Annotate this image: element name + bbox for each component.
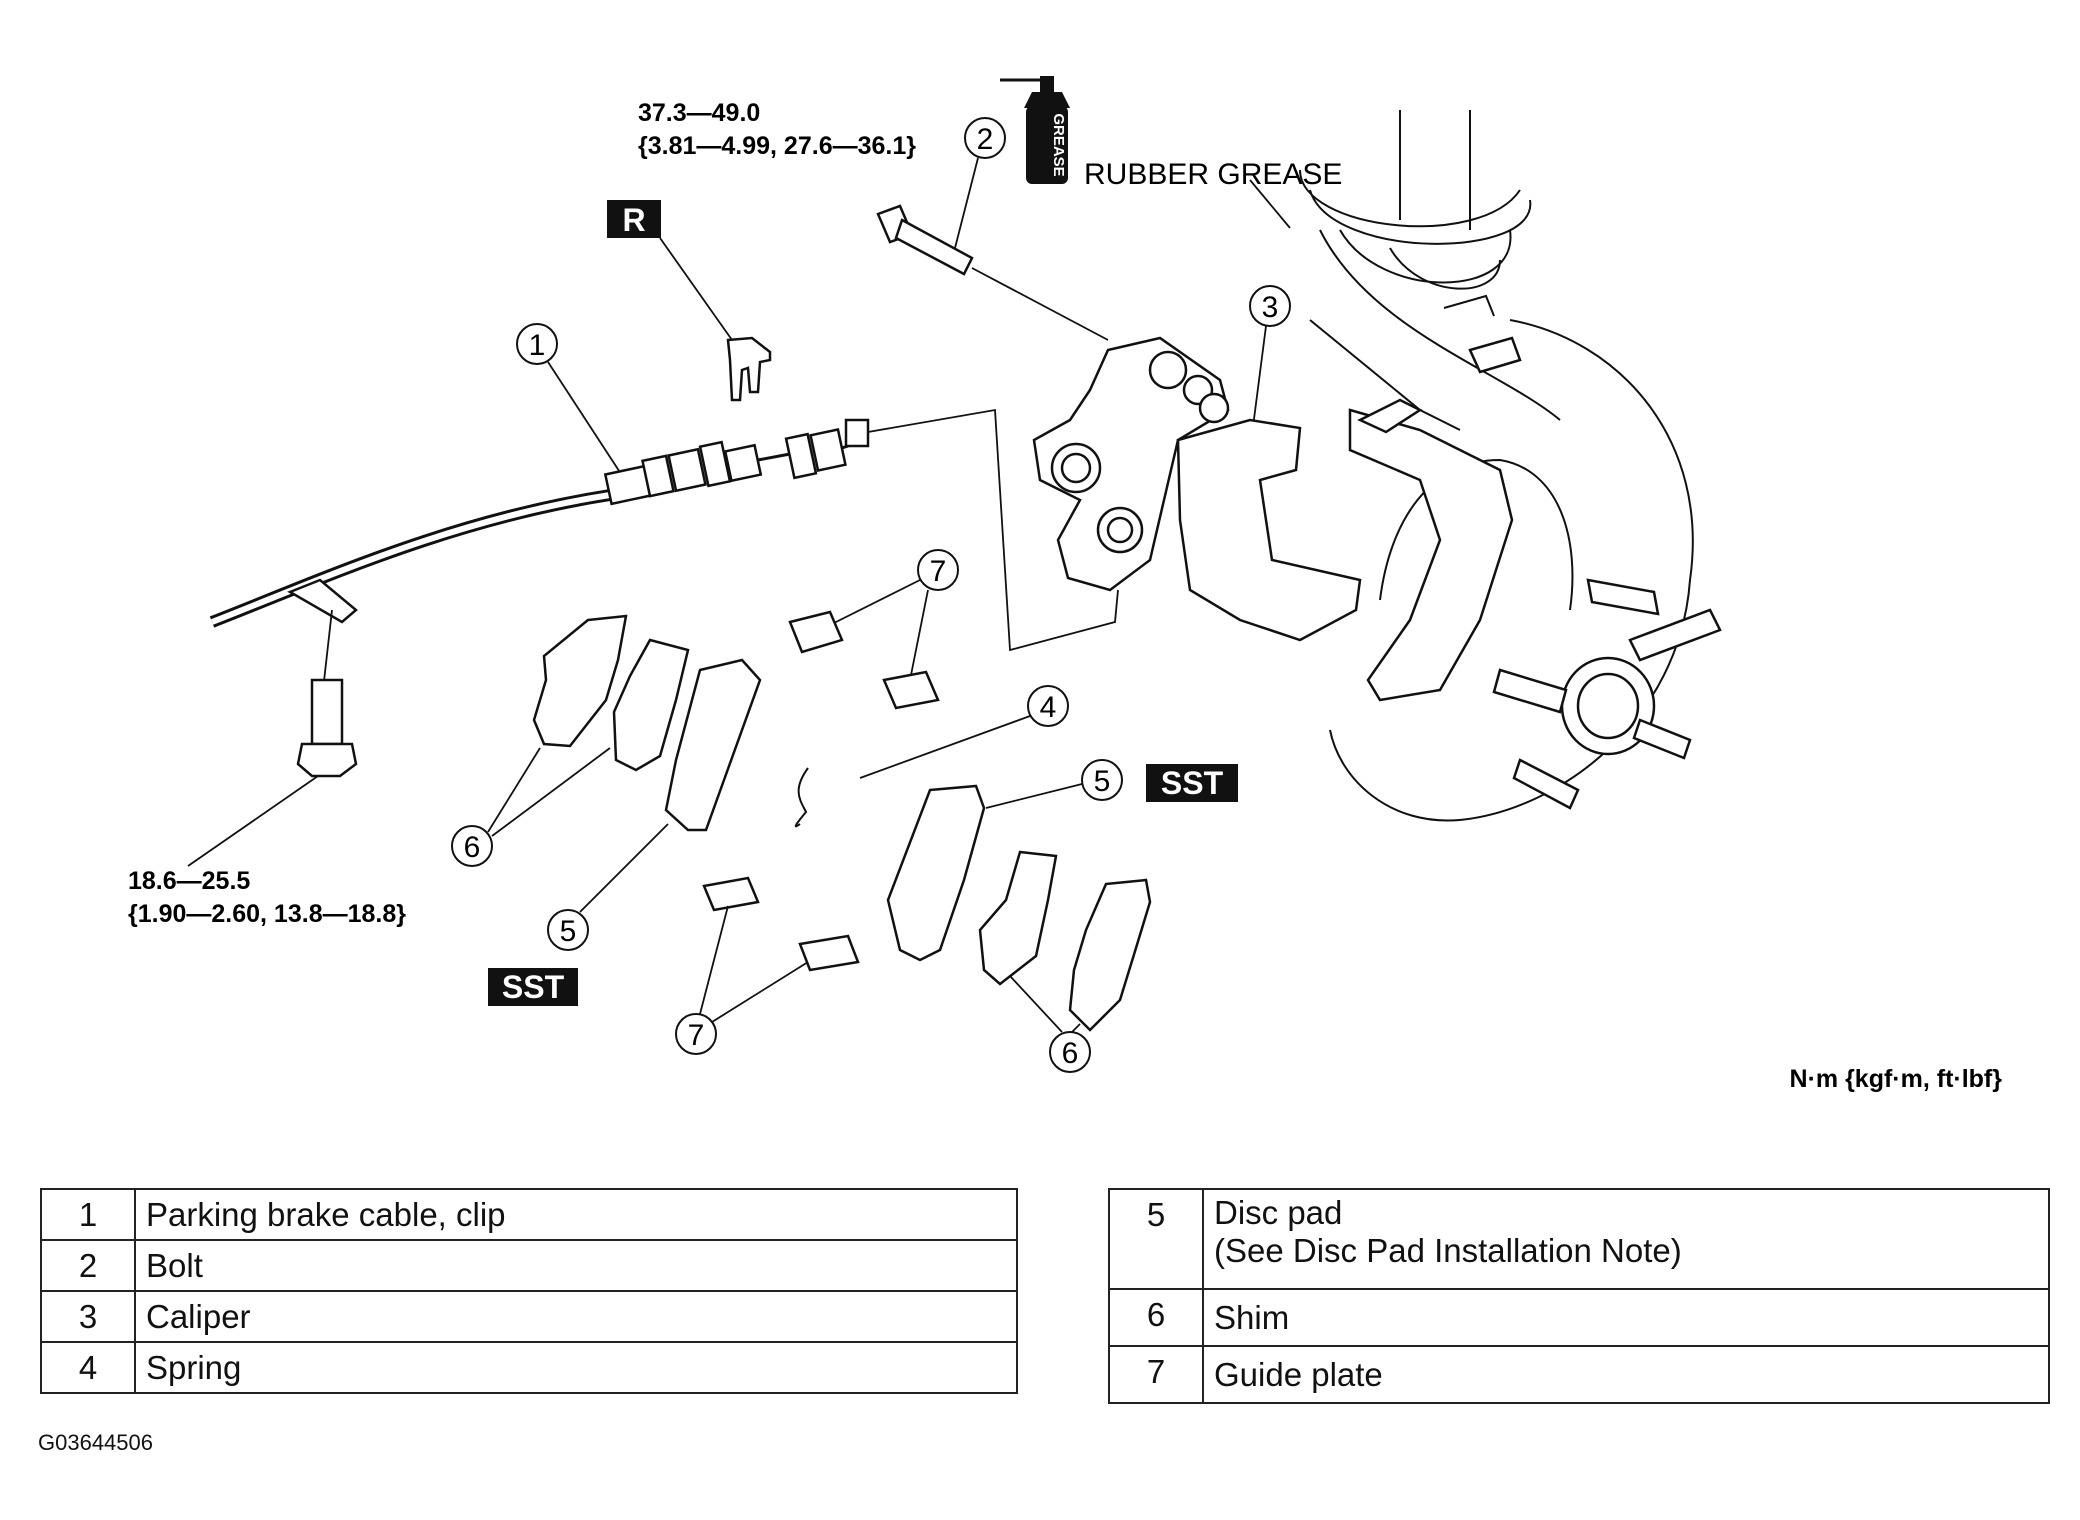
- callout-6-left: [451, 825, 493, 867]
- callout-7-top-leader-a: [819, 579, 921, 631]
- callout-6-right: [1049, 1031, 1091, 1073]
- callout-1: [516, 323, 558, 365]
- callout-5-left: [547, 909, 589, 951]
- disc-pad: [886, 784, 986, 962]
- disc-pad: [664, 658, 762, 832]
- callout-5-left-leader: [579, 823, 669, 913]
- callout-1-leader: [547, 361, 626, 481]
- torque-bottom-leader: [187, 775, 319, 867]
- legend-number: 6: [1108, 1288, 1204, 1347]
- callout-4: [1027, 685, 1069, 727]
- sst-badge-right-label: SST: [1161, 765, 1224, 801]
- legend-part-name: Bolt: [134, 1239, 1018, 1292]
- grease-can-label: GREASE: [1050, 113, 1067, 176]
- caliper: [1032, 336, 1362, 642]
- legend-part-note: (See Disc Pad Installation Note): [1214, 1232, 1682, 1269]
- callout-7-bottom-leader-b: [711, 961, 809, 1023]
- callout-6-right-leader-a: [1009, 975, 1063, 1033]
- legend-row: 1 Parking brake cable, clip: [40, 1188, 1018, 1241]
- cable-clip-bolt: [296, 678, 358, 778]
- shim: [978, 850, 1058, 986]
- callout-6-left-label: 6: [464, 831, 481, 864]
- callout-7-bottom: [675, 1013, 717, 1055]
- brake-spring: [794, 767, 809, 828]
- guide-plate: [882, 670, 940, 710]
- legend-row: 3 Caliper: [40, 1290, 1018, 1343]
- r-badge-label: R: [622, 202, 645, 238]
- callout-3-label: 3: [1262, 291, 1279, 324]
- callout-7-top-leader-b: [909, 589, 929, 681]
- legend-number: 5: [1108, 1188, 1204, 1290]
- legend-number: 7: [1108, 1345, 1204, 1404]
- sst-badge-left: [488, 968, 578, 1006]
- guide-plate: [798, 934, 860, 972]
- legend-number: 3: [40, 1290, 136, 1343]
- legend-part-cell: Disc pad (See Disc Pad Installation Note…: [1202, 1188, 2050, 1290]
- callout-6-left-leader-a: [487, 747, 541, 833]
- r-leader: [659, 237, 733, 341]
- parts-legend-right: 5 Disc pad (See Disc Pad Installation No…: [1108, 1188, 2050, 1404]
- wheel-hub-assembly: [1299, 110, 1722, 822]
- parking-brake-cable: [209, 408, 1119, 691]
- torque-spec-clip-bolt-line2: {1.90—2.60, 13.8—18.8}: [128, 900, 406, 928]
- callout-7-bottom-label: 7: [688, 1019, 705, 1052]
- legend-number: 4: [40, 1341, 136, 1394]
- callout-2: [964, 117, 1006, 159]
- legend-row: 6 Shim: [1108, 1288, 2050, 1347]
- legend-row: 2 Bolt: [40, 1239, 1018, 1292]
- callout-6-left-leader-b: [491, 747, 611, 837]
- callout-7-top: [917, 549, 959, 591]
- callout-6-right-leader-b: [1071, 1023, 1081, 1033]
- callout-3: [1249, 285, 1291, 327]
- cable-clip: [726, 336, 772, 402]
- torque-spec-bolt-line1: 37.3—49.0: [638, 99, 760, 127]
- legend-row: 4 Spring: [40, 1341, 1018, 1394]
- legend-part-name: Parking brake cable, clip: [134, 1188, 1018, 1241]
- shim: [532, 614, 628, 748]
- callout-2-label: 2: [977, 123, 994, 156]
- legend-row: 7 Guide plate: [1108, 1345, 2050, 1404]
- caliper-bolt: [876, 204, 1109, 341]
- figure-code: G03644506: [38, 1430, 153, 1455]
- callout-7-bottom-leader-a: [699, 905, 729, 1015]
- torque-spec-bolt-line2: {3.81—4.99, 27.6—36.1}: [638, 132, 916, 160]
- legend-part-name: Shim: [1202, 1288, 2050, 1347]
- legend-number: 2: [40, 1239, 136, 1292]
- guide-plate: [788, 610, 844, 654]
- legend-row: 5 Disc pad (See Disc Pad Installation No…: [1108, 1188, 2050, 1290]
- parts-legend-left: 1 Parking brake cable, clip 2 Bolt 3 Cal…: [40, 1188, 1018, 1394]
- legend-part-name: Guide plate: [1202, 1345, 2050, 1404]
- legend-part-name: Spring: [134, 1341, 1018, 1394]
- callout-7-top-label: 7: [930, 555, 947, 588]
- grease-can-icon: GREASE: [1000, 76, 1070, 184]
- callout-5-right-label: 5: [1094, 765, 1111, 798]
- legend-part-name: Caliper: [134, 1290, 1018, 1343]
- callout-5-left-label: 5: [560, 915, 577, 948]
- shim: [612, 638, 690, 772]
- sst-badge-right: [1146, 764, 1238, 802]
- torque-units-note: N·m {kgf·m, ft·lbf}: [1790, 1065, 2003, 1093]
- callout-4-label: 4: [1040, 691, 1057, 724]
- shim: [1068, 878, 1152, 1032]
- r-badge: [607, 200, 661, 238]
- callout-4-leader: [859, 715, 1031, 779]
- guide-plate: [702, 876, 760, 912]
- legend-number: 1: [40, 1188, 136, 1241]
- callout-5-right: [1081, 759, 1123, 801]
- legend-part-name: Disc pad: [1214, 1194, 1343, 1231]
- callout-6-right-label: 6: [1062, 1037, 1079, 1070]
- callout-2-leader: [954, 157, 979, 249]
- grease-leader: [1249, 179, 1291, 229]
- sst-badge-left-label: SST: [502, 969, 565, 1005]
- callout-1-label: 1: [529, 329, 546, 362]
- callout-5-right-leader: [985, 783, 1083, 809]
- torque-spec-clip-bolt-line1: 18.6—25.5: [128, 867, 250, 895]
